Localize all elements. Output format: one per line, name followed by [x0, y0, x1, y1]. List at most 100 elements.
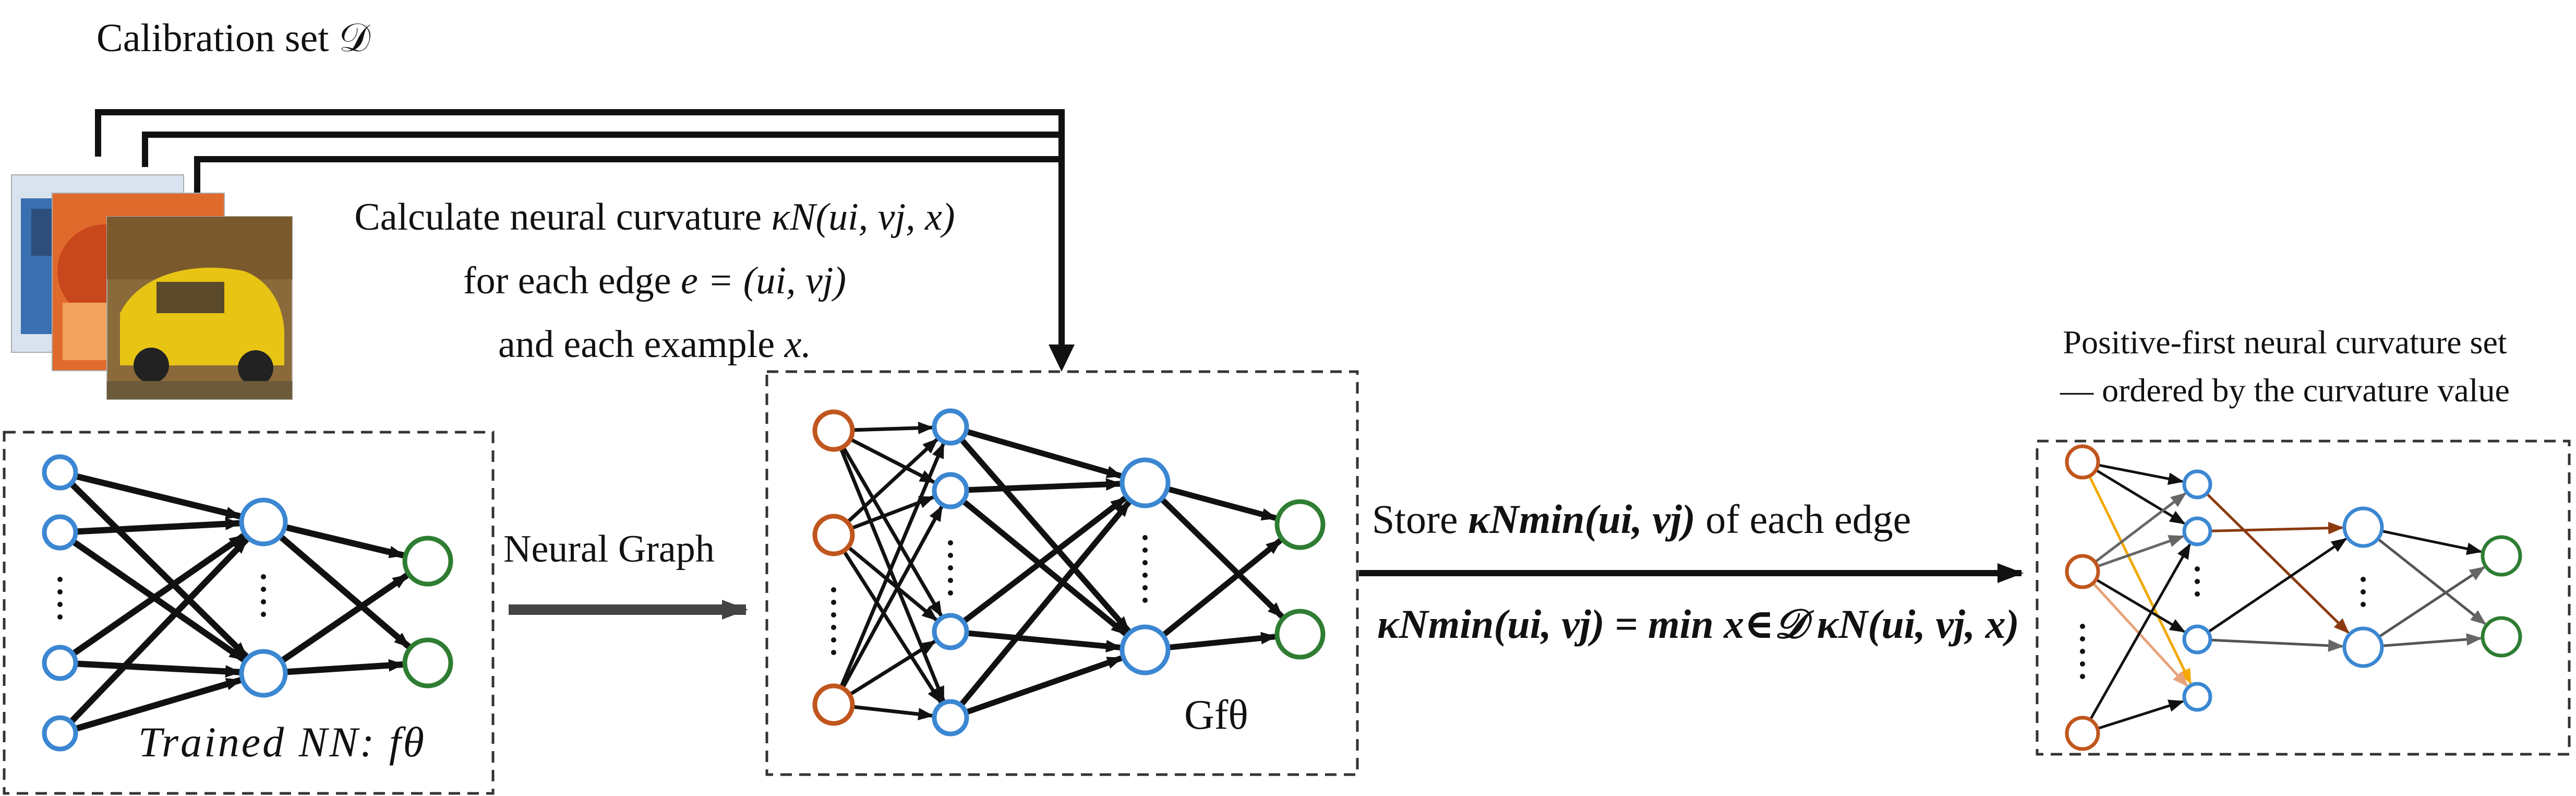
- nn3-edge: [2210, 521, 2344, 534]
- positive-first-title-line1: Positive-first neural curvature set: [2063, 324, 2507, 361]
- nn1-output-node: [402, 536, 453, 587]
- nn2-edge: [848, 639, 936, 696]
- graph-label: Gfθ: [1184, 692, 1248, 738]
- nn2-ellipsis-dot: [1142, 548, 1148, 553]
- nn3-ellipsis-dot: [2080, 636, 2085, 641]
- nn1-edge: [285, 659, 405, 675]
- trained-nn-label-text: Trained NN: fθ: [138, 718, 426, 766]
- nn2-edge: [846, 438, 938, 524]
- calculate-line3-math: x.: [784, 323, 811, 366]
- nn2-ellipsis-dot: [831, 587, 836, 592]
- nn2-edge: [959, 437, 1131, 633]
- nn1-output-node: [402, 637, 453, 688]
- trained-nn-network: [42, 454, 453, 752]
- nn2-edge: [852, 421, 934, 434]
- nn2-edge: [1159, 496, 1284, 619]
- nn2-output-node: [1274, 609, 1326, 660]
- nn2-ellipsis-dot: [1142, 535, 1148, 540]
- nn2-hidden-node: [932, 699, 969, 736]
- nn2-edge: [966, 630, 1122, 652]
- nn3-edge: [2089, 543, 2191, 721]
- nn3-hidden-node: [2342, 626, 2384, 668]
- nn2-edge: [965, 655, 1123, 715]
- nn1-ellipsis-dot: [57, 614, 63, 620]
- nn2-ellipsis-dot: [831, 625, 836, 630]
- feedback-line-outer: [95, 109, 1065, 355]
- nn3-hidden-node: [2182, 624, 2212, 655]
- nn2-hidden-node: [932, 408, 969, 446]
- feedback-arrow-head: [1049, 344, 1075, 372]
- nn1-input-node: [42, 645, 78, 681]
- nn2-ellipsis-dot: [1142, 560, 1148, 565]
- neural-graph-arrow-label: Neural Graph: [503, 528, 715, 571]
- store-math: κNmin(ui, vj): [1468, 496, 1695, 542]
- nn2-ellipsis-dot: [831, 650, 836, 655]
- nn1-ellipsis-dot: [57, 602, 63, 607]
- nn1-edge: [71, 533, 246, 657]
- neural-graph-network: [812, 408, 1326, 736]
- nn1-input-node: [42, 514, 78, 551]
- nn1-input-node: [42, 715, 78, 752]
- nn2-ellipsis-dot: [1142, 573, 1148, 578]
- nn3-input-node: [2065, 444, 2100, 480]
- nn3-edge: [2095, 578, 2186, 633]
- nn2-input-node: [812, 409, 855, 452]
- nn3-edge: [2097, 535, 2185, 568]
- nn3-edge: [2097, 699, 2185, 730]
- nn1-ellipsis-dot: [261, 574, 266, 579]
- nn2-edge: [958, 500, 1131, 707]
- nn2-edge: [841, 446, 943, 617]
- nn3-edge: [2094, 492, 2187, 563]
- nn3-ellipsis-dot: [2195, 566, 2200, 572]
- neural-graph-box: [765, 370, 1359, 776]
- nn2-input-node: [812, 514, 855, 556]
- nn3-output-node: [2481, 535, 2522, 577]
- nn2-ellipsis-dot: [948, 540, 953, 545]
- calculate-curvature-text: Calculate neural curvature κN(ui, vj, x)…: [308, 185, 1002, 376]
- store-suffix: of each edge: [1695, 496, 1911, 542]
- nn1-ellipsis-dot: [57, 577, 63, 582]
- nn2-edge: [842, 550, 943, 704]
- nn1-edge: [284, 524, 405, 559]
- trained-nn-box: [3, 431, 495, 795]
- nn1-edge: [71, 539, 246, 662]
- nn2-edge: [849, 437, 936, 484]
- nn2-ellipsis-dot: [1142, 598, 1148, 603]
- nn2-edge: [839, 447, 946, 703]
- positive-first-box: [2036, 439, 2571, 756]
- nn2-edge: [1161, 538, 1283, 638]
- nn2-ellipsis-dot: [948, 553, 953, 558]
- nn1-edge: [75, 660, 242, 678]
- nn1-hidden-node: [239, 649, 288, 698]
- nn3-ellipsis-dot: [2080, 624, 2085, 629]
- nn3-edge: [2377, 538, 2487, 625]
- nn3-hidden-node: [2182, 682, 2212, 712]
- nn2-hidden-node: [1120, 457, 1171, 508]
- nn2-edge: [961, 495, 1127, 624]
- nn3-hidden-node: [2342, 506, 2384, 548]
- nn1-edge: [69, 481, 249, 659]
- nn2-ellipsis-dot: [948, 565, 953, 571]
- nn3-edge: [2207, 538, 2348, 634]
- calculate-line2-prefix: for each edge: [463, 259, 681, 302]
- nn2-ellipsis-dot: [831, 612, 836, 617]
- nn2-ellipsis-dot: [948, 590, 953, 596]
- nn1-ellipsis-dot: [261, 587, 266, 592]
- calculate-line3-prefix: and each example: [498, 323, 785, 366]
- nn3-ellipsis-dot: [2195, 591, 2200, 597]
- calculate-line2-math: e = (ui, vj): [680, 259, 847, 302]
- nn3-ellipsis-dot: [2361, 602, 2366, 607]
- nn3-ellipsis-dot: [2361, 589, 2366, 595]
- nn1-input-node: [42, 454, 78, 491]
- nn3-ellipsis-dot: [2361, 577, 2366, 582]
- nn2-ellipsis-dot: [1142, 585, 1148, 590]
- nn1-ellipsis-dot: [261, 612, 266, 617]
- positive-first-title: Positive-first neural curvature set — or…: [1998, 318, 2572, 414]
- nn3-ellipsis-dot: [2080, 674, 2085, 679]
- nn3-hidden-node: [2182, 469, 2212, 500]
- nn2-edge: [839, 442, 945, 688]
- nn3-ellipsis-dot: [2080, 661, 2085, 667]
- calculate-line1-prefix: Calculate neural curvature: [354, 196, 772, 239]
- nn1-ellipsis-dot: [261, 599, 266, 604]
- nn2-edge: [847, 545, 938, 622]
